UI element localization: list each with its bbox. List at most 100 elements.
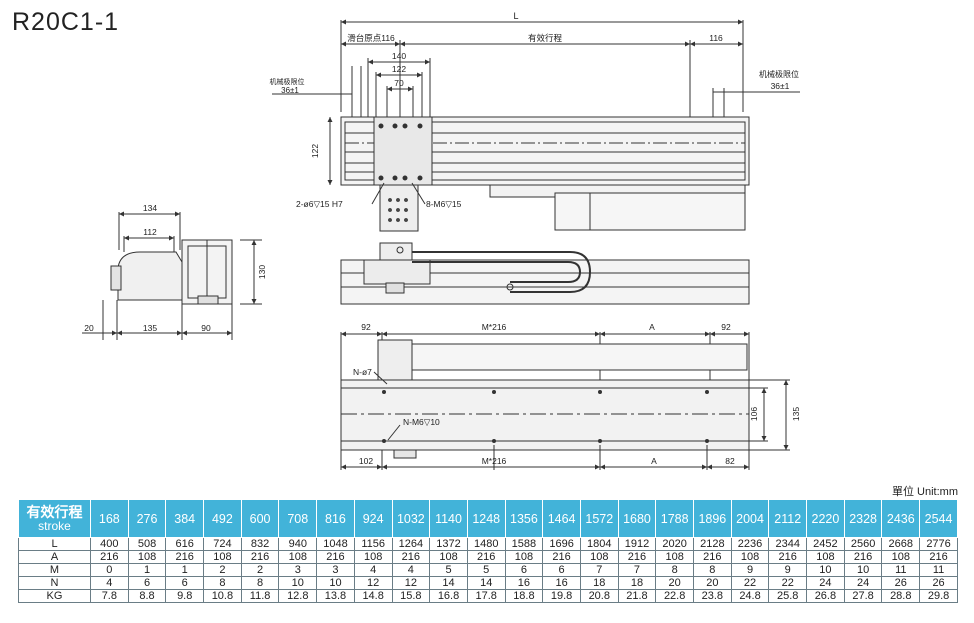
table-cell: 0	[90, 563, 129, 577]
table-cell: 6	[504, 563, 544, 577]
dim-right-116: 116	[709, 33, 723, 43]
table-cell: 21.8	[617, 589, 657, 603]
table-cell: 108	[504, 550, 544, 564]
dim-slide-origin: 滑台原点116	[347, 33, 395, 43]
dim-m216-bottom: M*216	[482, 456, 507, 466]
mech-limit-left: 机械极限位	[270, 77, 305, 86]
table-cell: 1912	[617, 537, 657, 551]
table-cell: 11	[881, 563, 921, 577]
mech-limit-left-value: 36±1	[281, 86, 299, 95]
table-cell: 7.8	[90, 589, 129, 603]
stroke-cell: 2004	[730, 499, 770, 538]
table-cell: 16.8	[429, 589, 468, 603]
table-cell: 3	[278, 563, 318, 577]
stroke-cell: 1680	[617, 499, 657, 538]
table-cell: 10.8	[203, 589, 242, 603]
table-cell: 18	[617, 576, 657, 590]
table-cell: 16	[504, 576, 544, 590]
table-cell: 216	[542, 550, 581, 564]
table-cell: 108	[881, 550, 921, 564]
dim-L: L	[513, 11, 518, 21]
stroke-header-en: stroke	[38, 518, 71, 533]
dim-A-bottom: A	[651, 456, 657, 466]
table-cell: 8	[693, 563, 732, 577]
table-cell: 2344	[768, 537, 808, 551]
dim-130: 130	[257, 265, 267, 279]
table-cell: 9	[768, 563, 808, 577]
table-cell: 832	[240, 537, 280, 551]
row-label: A	[18, 550, 91, 564]
dim-140: 140	[392, 51, 406, 61]
table-cell: 10	[316, 576, 355, 590]
dim-134: 134	[143, 203, 157, 213]
dim-102: 102	[359, 456, 373, 466]
stroke-header-cn: 有效行程	[26, 503, 83, 520]
table-cell: 2	[203, 563, 242, 577]
table-cell: 1264	[391, 537, 431, 551]
front-view	[340, 242, 750, 305]
table-cell: 15.8	[391, 589, 431, 603]
table-cell: 2668	[881, 537, 921, 551]
table-cell: 6	[165, 576, 205, 590]
table-cell: 12.8	[278, 589, 318, 603]
stroke-cell: 1464	[542, 499, 581, 538]
table-cell: 28.8	[881, 589, 921, 603]
table-cell: 2020	[655, 537, 694, 551]
table-cell: 724	[203, 537, 242, 551]
hole-m6-label: 8-M6▽15	[426, 199, 462, 209]
table-cell: 10	[806, 563, 845, 577]
table-cell: 216	[90, 550, 129, 564]
table-cell: 1372	[429, 537, 468, 551]
table-cell: 1588	[504, 537, 544, 551]
stroke-cell: 816	[316, 499, 355, 538]
dim-92-right: 92	[721, 322, 731, 332]
dim-A-top: A	[649, 322, 655, 332]
table-cell: 11	[919, 563, 958, 577]
table-cell: 26	[919, 576, 958, 590]
mech-limit-right: 机械极限位	[759, 69, 799, 79]
table-cell: 108	[127, 550, 167, 564]
table-cell: 216	[768, 550, 808, 564]
stroke-cell: 1356	[504, 499, 544, 538]
table-cell: 19.8	[542, 589, 581, 603]
table-cell: 22	[768, 576, 808, 590]
page-title: R20C1-1	[12, 8, 120, 36]
table-cell: 508	[127, 537, 167, 551]
stroke-cell: 600	[240, 499, 280, 538]
stroke-cell: 384	[165, 499, 205, 538]
table-cell: 2236	[730, 537, 770, 551]
stroke-cell: 2544	[919, 499, 958, 538]
table-cell: 8.8	[127, 589, 167, 603]
table-cell: 22	[730, 576, 770, 590]
table-cell: 8	[203, 576, 242, 590]
table-cell: 108	[579, 550, 619, 564]
technical-drawing: L 滑台原点116 有效行程 116 140 122 70 机械极限位 36±1…	[82, 11, 801, 470]
table-cell: 16	[542, 576, 581, 590]
table-cell: 14.8	[353, 589, 393, 603]
table-cell: 12	[353, 576, 393, 590]
dim-122: 122	[392, 64, 406, 74]
table-cell: 10	[843, 563, 883, 577]
table-cell: 17.8	[466, 589, 506, 603]
table-cell: 12	[391, 576, 431, 590]
table-cell: 4	[353, 563, 393, 577]
table-cell: 24	[843, 576, 883, 590]
dim-70: 70	[394, 78, 404, 88]
stroke-cell: 1140	[429, 499, 468, 538]
table-cell: 9	[730, 563, 770, 577]
row-label: KG	[18, 589, 91, 603]
table-cell: 20	[693, 576, 732, 590]
dim-92-left: 92	[361, 322, 371, 332]
table-cell: 5	[466, 563, 506, 577]
stroke-cell: 168	[90, 499, 129, 538]
dim-135: 135	[143, 323, 157, 333]
stroke-cell: 1032	[391, 499, 431, 538]
mech-limit-right-value: 36±1	[771, 81, 790, 91]
dim-90: 90	[201, 323, 211, 333]
table-cell: 20	[655, 576, 694, 590]
end-view	[82, 211, 262, 340]
